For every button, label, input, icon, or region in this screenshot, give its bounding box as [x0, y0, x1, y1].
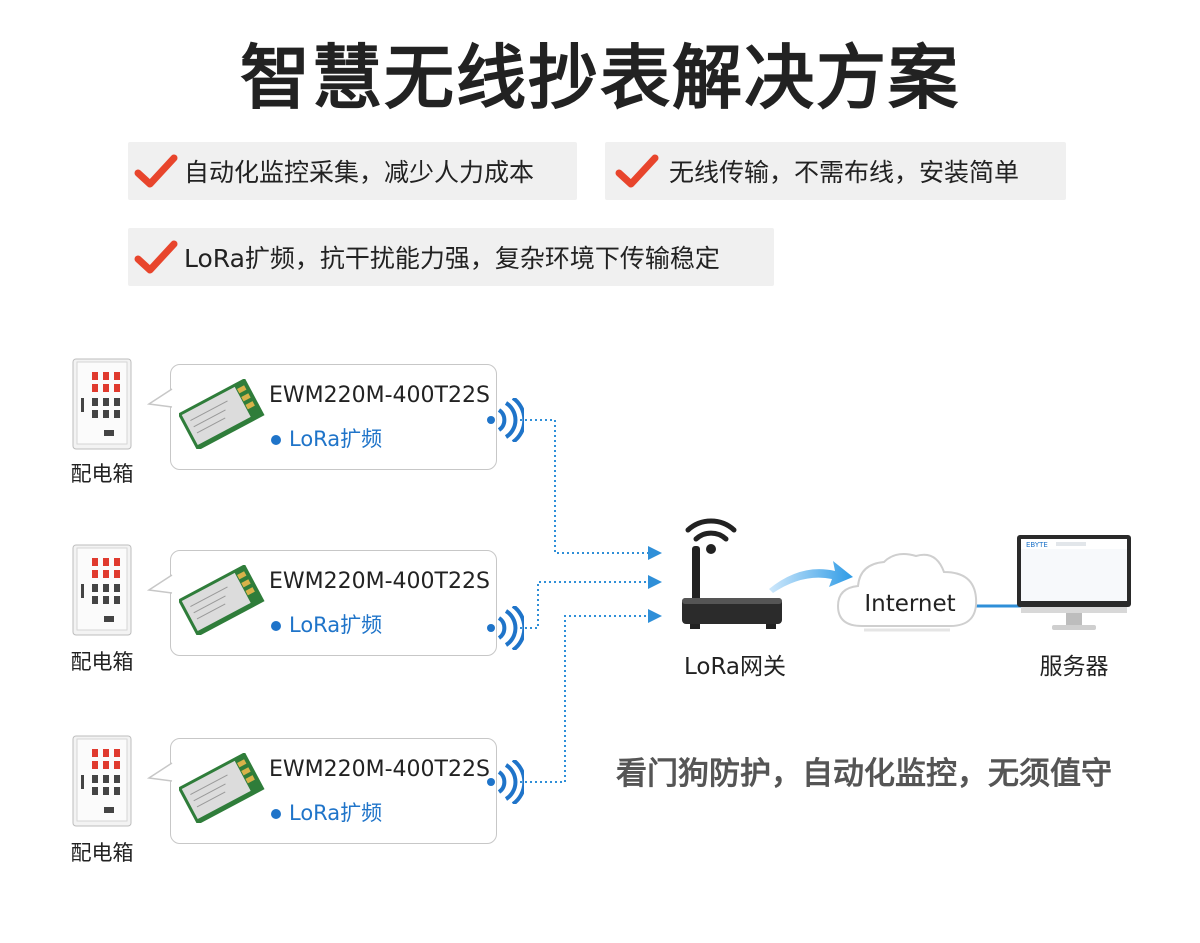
page-title: 智慧无线抄表解决方案: [240, 37, 960, 119]
lora-module-icon: [179, 379, 265, 449]
lora-tag-text: LoRa扩频: [289, 427, 383, 451]
module-model: EWM220M-400T22S: [269, 383, 490, 408]
module-card: EWM220M-400T22S LoRa扩频: [147, 550, 497, 656]
feature-text: LoRa扩频，抗干扰能力强，复杂环境下传输稳定: [184, 244, 720, 273]
cabinet-label: 配电箱: [70, 841, 134, 865]
lora-tag: LoRa扩频: [271, 609, 382, 639]
cloud-label: Internet: [864, 591, 956, 617]
lora-tag-text: LoRa扩频: [289, 613, 383, 637]
bullet-icon: [271, 809, 281, 819]
bullet-icon: [271, 435, 281, 445]
screen-logo: EBYTE: [1026, 541, 1048, 549]
feature-text: 无线传输，不需布线，安装简单: [669, 158, 1020, 187]
check-icon: [605, 142, 669, 200]
check-icon: [128, 142, 184, 200]
lora-tag-text: LoRa扩频: [289, 801, 383, 825]
feature-text: 自动化监控采集，减少人力成本: [184, 158, 535, 187]
feature-badge-1: 自动化监控采集，减少人力成本: [128, 142, 577, 200]
signal-waves-icon: [487, 606, 524, 650]
distribution-cabinet-icon: [72, 735, 132, 829]
distribution-cabinet-icon: [72, 358, 132, 452]
lora-tag: LoRa扩频: [271, 423, 382, 453]
lora-module-icon: [179, 565, 265, 635]
module-card: EWM220M-400T22S LoRa扩频: [147, 364, 497, 470]
upload-arrow-icon: [769, 561, 853, 593]
cabinet-label: 配电箱: [70, 650, 134, 674]
gateway-label: LoRa网关: [683, 654, 787, 680]
lora-tag: LoRa扩频: [271, 797, 382, 827]
check-icon: [128, 228, 184, 286]
server-monitor-icon: EBYTE: [1017, 535, 1131, 630]
router-icon: [682, 518, 782, 629]
signal-waves-icon: [487, 760, 524, 804]
bullet-icon: [271, 621, 281, 631]
module-card: EWM220M-400T22S LoRa扩频: [147, 738, 497, 844]
cloud-icon: [836, 553, 978, 632]
cabinet-label: 配电箱: [70, 462, 134, 486]
module-model: EWM220M-400T22S: [269, 569, 490, 594]
distribution-cabinet-icon: [72, 544, 132, 638]
module-model: EWM220M-400T22S: [269, 757, 490, 782]
feature-badge-3: LoRa扩频，抗干扰能力强，复杂环境下传输稳定: [128, 228, 774, 286]
signal-waves-icon: [487, 398, 524, 442]
lora-module-icon: [179, 753, 265, 823]
feature-badge-2: 无线传输，不需布线，安装简单: [605, 142, 1066, 200]
slogan: 看门狗防护，自动化监控，无须值守: [616, 756, 1112, 792]
server-label: 服务器: [1039, 654, 1109, 680]
